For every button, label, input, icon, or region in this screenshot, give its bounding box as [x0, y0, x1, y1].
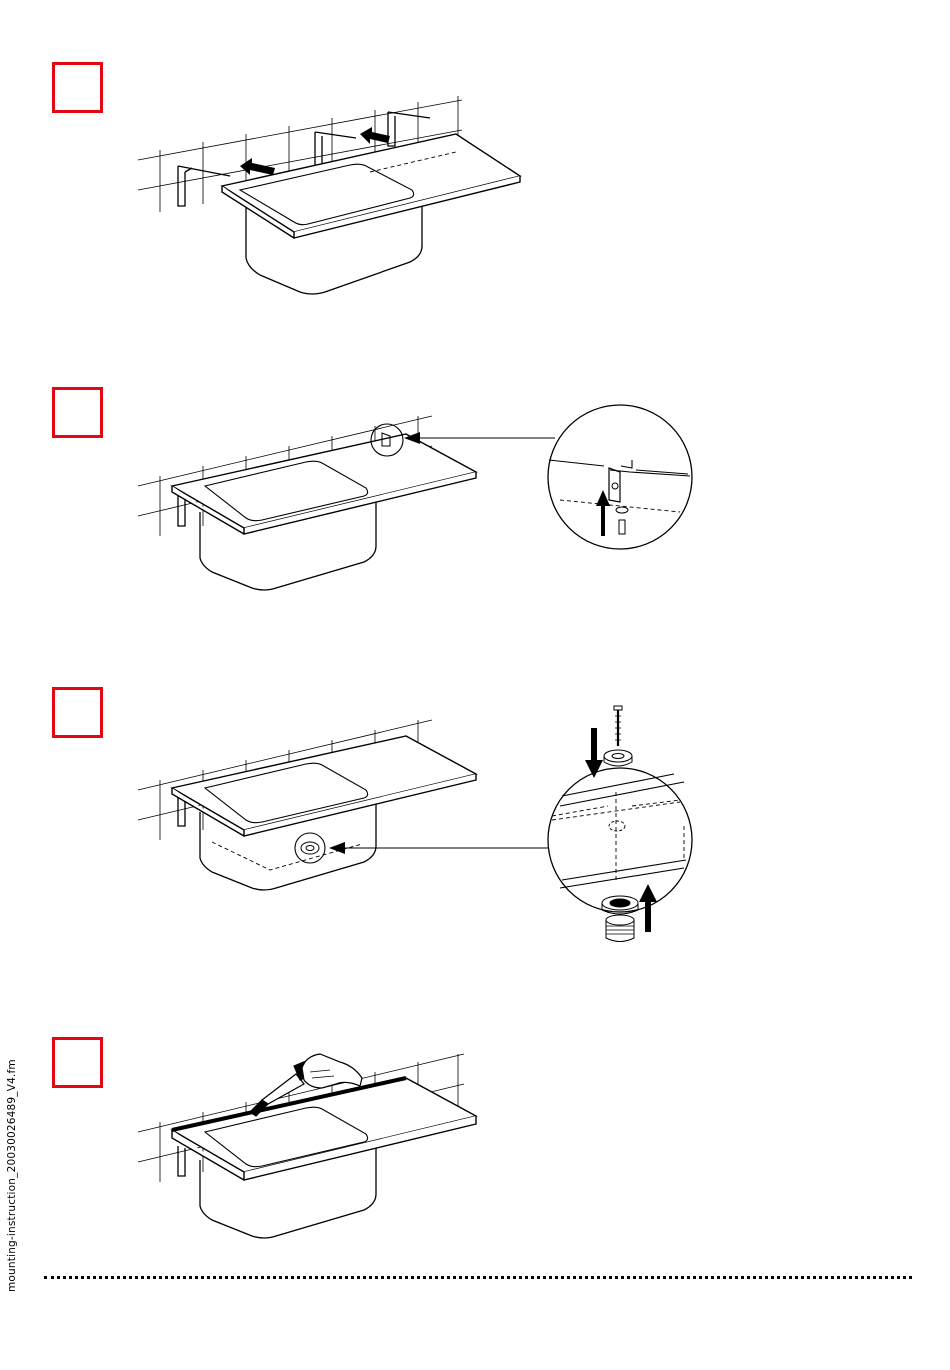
footer-dotted-rule: [44, 1276, 912, 1279]
sink-top: [172, 1078, 476, 1180]
file-label: mounting-instruction_20030026489_V4.fm: [6, 1059, 18, 1292]
bracket: [178, 1146, 185, 1176]
gloved-hand: [302, 1054, 362, 1088]
